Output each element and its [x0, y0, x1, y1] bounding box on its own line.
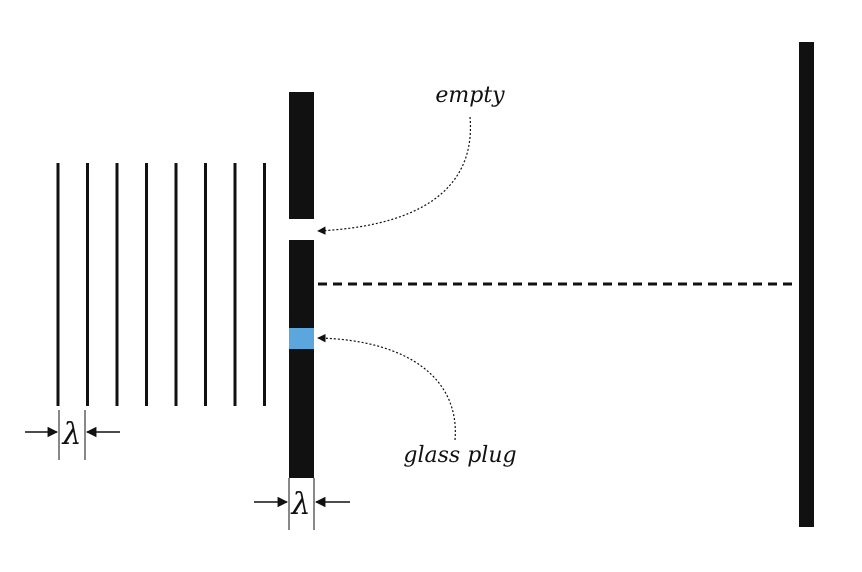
glass-plug	[289, 328, 314, 349]
incident-wavefronts	[56, 163, 266, 406]
wavelength-indicator-bottom: λ	[254, 478, 350, 530]
barrier	[289, 92, 314, 478]
glass-plug-pointer-arrow	[317, 333, 456, 441]
barrier-upper-segment	[289, 92, 314, 219]
barrier-lower-segment	[289, 240, 314, 478]
detection-screen	[799, 42, 814, 527]
wavelength-left-symbol: λ	[61, 417, 81, 452]
wavelength-indicator-left: λ	[25, 410, 120, 460]
empty-label: empty	[435, 83, 505, 108]
glass-plug-label: glass plug	[403, 443, 516, 468]
empty-pointer-arrow	[317, 116, 472, 235]
wavelength-bottom-symbol: λ	[290, 487, 310, 522]
